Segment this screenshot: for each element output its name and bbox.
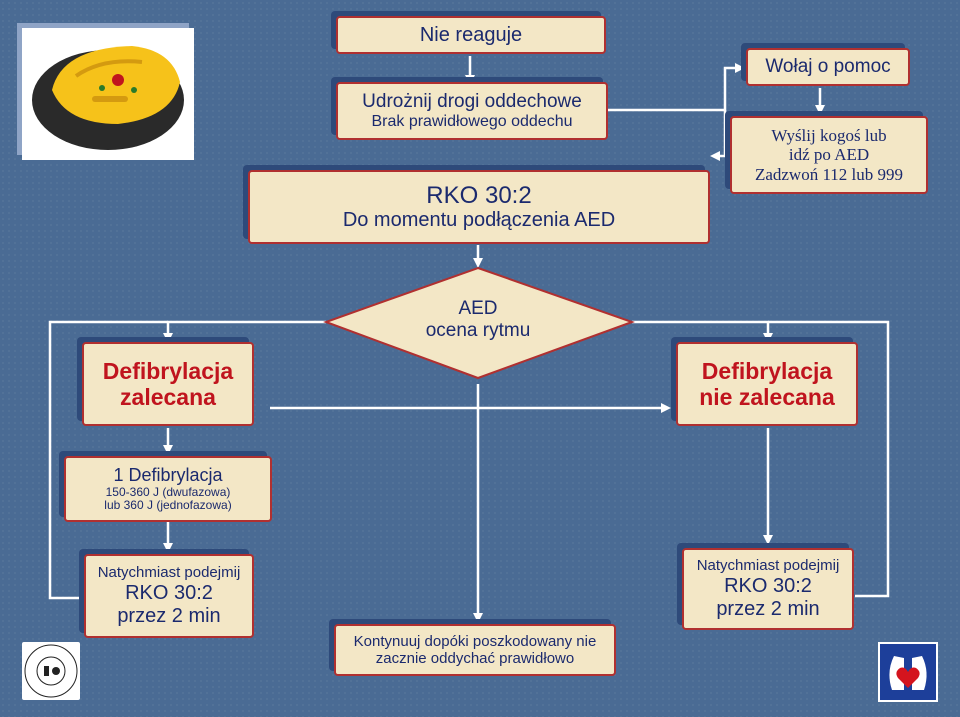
nie-reaguje-label: Nie reaguje (419, 23, 523, 46)
aed-line2: ocena rytmu (425, 319, 531, 341)
node-rko-main: RKO 30:2 Do momentu podłączenia AED (248, 170, 710, 244)
rko-main-line1: RKO 30:2 (426, 181, 532, 209)
wyslij-line3: Zadzwoń 112 lub 999 (754, 164, 904, 184)
node-kontynuuj: Kontynuuj dopóki poszkodowany nie zaczni… (334, 624, 616, 676)
wolaj-label: Wołaj o pomoc (765, 56, 891, 78)
def-zalecana-line2: zalecana (120, 384, 216, 410)
node-nie-reaguje: Nie reaguje (336, 16, 606, 54)
polska-rada-resuscytacji-logo (22, 642, 80, 700)
def-nie-line1: Defibrylacja (701, 357, 833, 384)
rko-right-line2: RKO 30:2 (724, 574, 812, 597)
rko-main-line2: Do momentu podłączenia AED (342, 209, 616, 232)
node-def-zalecana: Defibrylacja zalecana (82, 342, 254, 426)
wyslij-line2: idź po AED (788, 145, 870, 165)
rko-left-line2: RKO 30:2 (125, 581, 213, 604)
aed-line1: AED (458, 298, 498, 319)
node-wolaj: Wołaj o pomoc (746, 48, 910, 86)
kontynuuj-line1: Kontynuuj dopóki poszkodowany nie (353, 632, 597, 650)
rko-right-line1: Natychmiast podejmij (696, 557, 840, 575)
arrow-udroznij-wolaj (608, 63, 745, 112)
arrow-aed-niezalecana (632, 320, 773, 343)
def-nie-line2: nie zalecana (699, 384, 835, 410)
wyslij-line1: Wyślij kogoś lub (771, 125, 887, 145)
node-rko-left: Natychmiast podejmij RKO 30:2 przez 2 mi… (84, 554, 254, 638)
node-def-nie: Defibrylacja nie zalecana (676, 342, 858, 426)
node-udroznij: Udrożnij drogi oddechowe Brak prawidłowe… (336, 82, 608, 140)
aed-diamond (323, 266, 635, 380)
loop-right (768, 320, 890, 598)
udroznij-line1: Udrożnij drogi oddechowe (362, 90, 582, 112)
jedna-def-line3: lub 360 J (jednofazowa) (104, 498, 232, 513)
jedna-def-line2: 150-360 J (dwufazowa) (105, 484, 231, 499)
arrow-aed-zalecana (163, 320, 326, 343)
rko-right-line3: przez 2 min (716, 597, 820, 620)
node-wyslij: Wyślij kogoś lub idź po AED Zadzwoń 112 … (730, 116, 928, 194)
heart-lungs-logo (878, 642, 938, 702)
def-zalecana-line1: Defibrylacja (102, 357, 234, 384)
aed-diamond-text: AED ocena rytmu (378, 298, 578, 342)
aed-device-image (22, 28, 194, 160)
kontynuuj-line2: zacznie oddychać prawidłowo (375, 650, 575, 667)
node-jedna-def: 1 Defibrylacja 150-360 J (dwufazowa) lub… (64, 456, 272, 522)
rko-left-line1: Natychmiast podejmij (97, 564, 241, 582)
jedna-def-line1: 1 Defibrylacja (113, 464, 223, 485)
loop-left (48, 320, 168, 600)
node-rko-right: Natychmiast podejmij RKO 30:2 przez 2 mi… (682, 548, 854, 630)
rko-left-line3: przez 2 min (117, 604, 221, 627)
udroznij-line2: Brak prawidłowego oddechu (371, 112, 573, 130)
